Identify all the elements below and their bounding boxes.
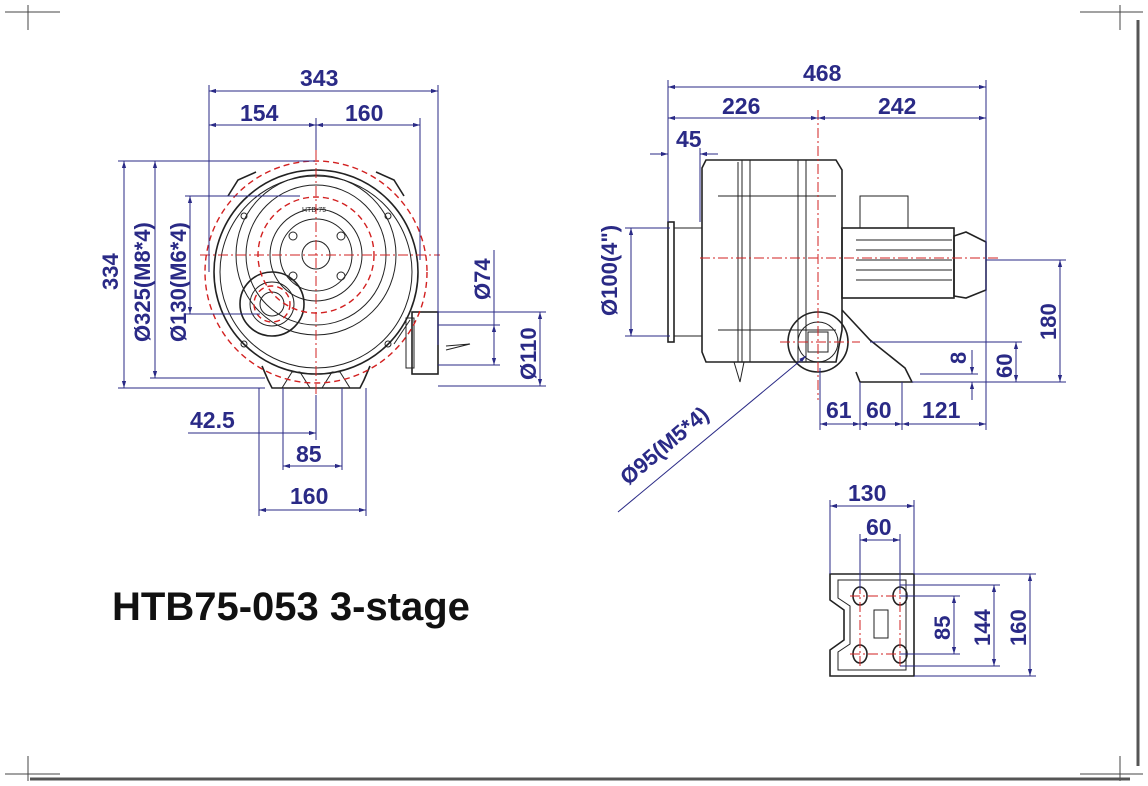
dim-60-bottom: 60	[866, 397, 892, 423]
dim-144: 144	[970, 609, 995, 646]
base-view-centerlines	[850, 584, 912, 666]
dim-60-base: 60	[866, 514, 892, 540]
dim-154: 154	[240, 100, 279, 126]
front-view-centerlines	[200, 150, 440, 395]
base-view: 130 60 85 144 160	[829, 480, 1036, 677]
dim-85-front: 85	[296, 441, 322, 467]
dim-dia-74: Ø74	[470, 258, 495, 300]
front-view-body: HTB-75	[213, 169, 471, 389]
dim-334: 334	[98, 253, 123, 290]
front-view: HTB-75 343 154 160	[98, 65, 546, 516]
dim-226: 226	[722, 93, 760, 119]
dim-dia-100: Ø100(4")	[597, 225, 622, 316]
model-label: HTB-75	[302, 207, 326, 214]
dim-dia-95: Ø95(M5*4)	[615, 402, 713, 490]
dim-61: 61	[826, 397, 852, 423]
dim-60-right: 60	[992, 354, 1017, 378]
base-view-body	[829, 573, 915, 677]
side-view: 468 226 242 45 Ø100(4") Ø95(M5*4) 180 6	[597, 60, 1066, 513]
dim-dia-325: Ø325(M8*4)	[130, 222, 155, 342]
dim-160-top: 160	[345, 100, 383, 126]
side-view-dimensions: 468 226 242 45 Ø100(4") Ø95(M5*4) 180 6	[597, 60, 1066, 513]
frame-corners	[5, 5, 1143, 781]
dim-468: 468	[803, 60, 842, 86]
side-view-body	[667, 159, 987, 383]
dim-45: 45	[676, 126, 702, 152]
dim-343: 343	[300, 65, 338, 91]
dim-160-front: 160	[290, 483, 328, 509]
dim-42-5: 42.5	[190, 407, 235, 433]
base-view-dimensions: 130 60 85 144 160	[829, 480, 1036, 677]
dim-85-base: 85	[930, 616, 955, 640]
dim-dia-130: Ø130(M6*4)	[166, 222, 191, 342]
dim-160-base: 160	[1006, 609, 1031, 646]
dim-130: 130	[848, 480, 886, 506]
side-view-centerlines	[700, 110, 1000, 400]
dim-dia-110: Ø110	[516, 327, 541, 380]
dim-121: 121	[922, 397, 961, 423]
front-view-dimensions: 343 154 160 334 Ø325(M8*4) Ø130(M6*4)	[98, 65, 546, 516]
dim-242: 242	[878, 93, 916, 119]
dim-8: 8	[946, 352, 971, 364]
drawing-title: HTB75-053 3-stage	[112, 585, 470, 629]
dim-180: 180	[1036, 303, 1061, 340]
